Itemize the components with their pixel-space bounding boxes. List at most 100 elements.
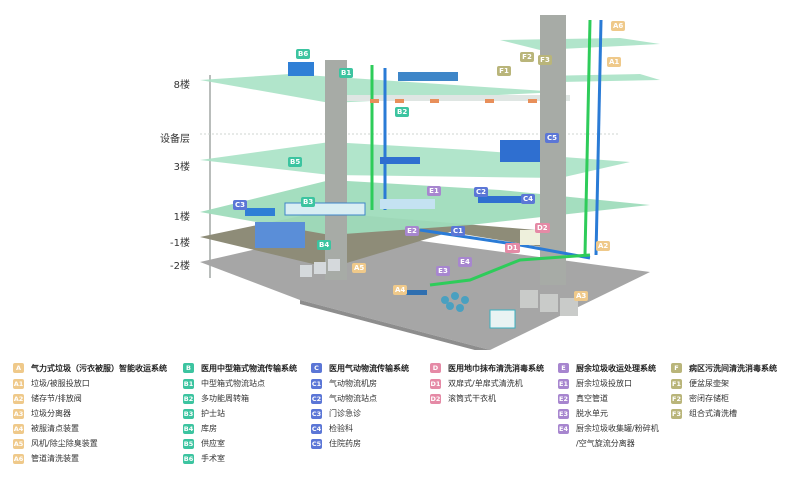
marker-c1[interactable]: C1 xyxy=(451,226,466,236)
marker-d1[interactable]: D1 xyxy=(505,243,520,253)
linen-bags xyxy=(441,292,469,312)
marker-f1[interactable]: F1 xyxy=(497,66,511,76)
washer-unit xyxy=(520,230,540,245)
floor-label-8f: 8楼 xyxy=(173,80,190,91)
floor-label-b2: -2楼 xyxy=(170,261,190,272)
marker-c4[interactable]: C4 xyxy=(521,194,536,204)
marker-b2[interactable]: B2 xyxy=(395,107,410,117)
badge-d: D xyxy=(430,363,441,373)
badge-e: E xyxy=(558,363,569,373)
linen-counter-gate xyxy=(405,290,427,295)
pipe-blue-right xyxy=(594,19,603,256)
floor-label-3f: 3楼 xyxy=(173,162,190,173)
truck xyxy=(489,309,516,329)
badge-f: F xyxy=(671,363,682,373)
marker-e3[interactable]: E3 xyxy=(436,266,450,276)
marker-c2[interactable]: C2 xyxy=(474,187,489,197)
floor-label-equipment: 设备层 xyxy=(160,134,190,145)
kitchen-counter xyxy=(380,199,435,209)
marker-e4[interactable]: E4 xyxy=(458,257,472,267)
marker-b1[interactable]: B1 xyxy=(339,68,354,78)
separators xyxy=(520,290,578,316)
core-column-left xyxy=(325,60,347,280)
marker-a5[interactable]: A5 xyxy=(352,263,367,273)
building-illustration xyxy=(200,15,660,354)
lab-unit xyxy=(478,196,523,203)
pharmacy-shelves xyxy=(500,140,540,162)
building-diagram: 8楼 设备层 3楼 1楼 -1楼 -2楼 B6 B1 B2 B5 B3 B4 C… xyxy=(160,15,660,354)
marker-b3[interactable]: B3 xyxy=(301,197,316,207)
marker-c5[interactable]: C5 xyxy=(545,133,560,143)
marker-a3[interactable]: A3 xyxy=(574,291,589,301)
marker-b6[interactable]: B6 xyxy=(296,49,311,59)
marker-a2[interactable]: A2 xyxy=(596,241,611,251)
marker-e2[interactable]: E2 xyxy=(405,226,419,236)
marker-f2[interactable]: F2 xyxy=(520,52,534,62)
fan-units xyxy=(300,259,340,277)
turnover-boxes xyxy=(370,99,537,103)
nurse-station-8f xyxy=(398,72,458,81)
pipe-green-right xyxy=(583,19,592,256)
marker-a4[interactable]: A4 xyxy=(393,285,408,295)
storage-shelves xyxy=(255,222,305,248)
operating-room-unit xyxy=(288,62,314,76)
marker-e1[interactable]: E1 xyxy=(427,186,441,196)
badge-a: A xyxy=(13,363,24,373)
badge-c: C xyxy=(311,363,322,373)
marker-b5[interactable]: B5 xyxy=(288,157,303,167)
pipe-green-basement xyxy=(429,253,591,287)
marker-d2[interactable]: D2 xyxy=(535,223,550,233)
floor-label-b1: -1楼 xyxy=(170,238,190,249)
marker-a6[interactable]: A6 xyxy=(611,21,626,31)
nurse-station-1f xyxy=(284,202,366,216)
marker-a1[interactable]: A1 xyxy=(607,57,622,67)
marker-f3[interactable]: F3 xyxy=(538,55,552,65)
marker-b4[interactable]: B4 xyxy=(317,240,332,250)
badge-b: B xyxy=(183,363,194,373)
floor-label-1f: 1楼 xyxy=(173,212,190,223)
marker-c3[interactable]: C3 xyxy=(233,200,248,210)
legend-item-continued: /空气旋流分离器 xyxy=(576,439,635,448)
supply-room-pad xyxy=(380,157,420,164)
equipment-duct xyxy=(340,95,570,101)
